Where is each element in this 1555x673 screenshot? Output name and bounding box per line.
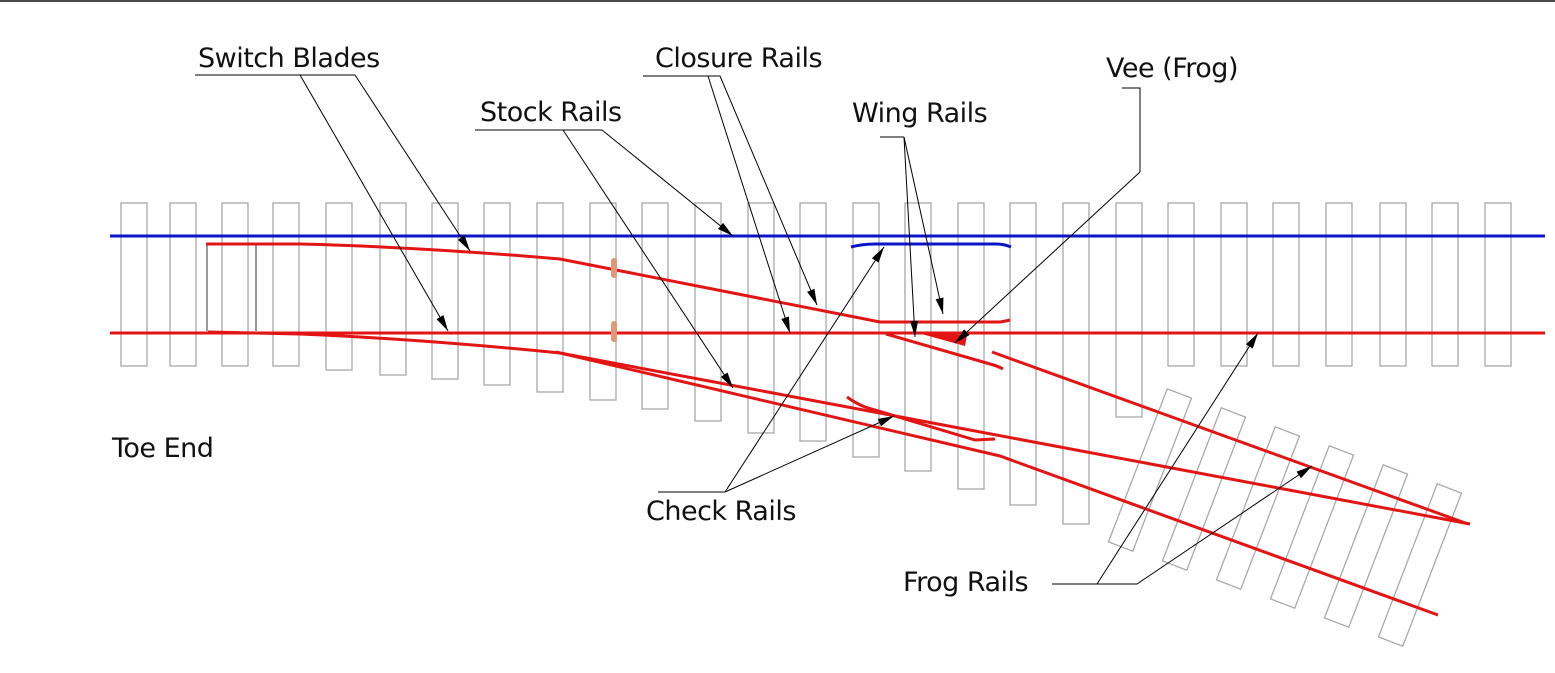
- check-rail-bottom: [846, 395, 996, 442]
- sleeper: [325, 202, 353, 371]
- closure-rails-leader-lower-line: [707, 75, 791, 334]
- wing-rails-leader-left-arrowhead: [910, 320, 919, 337]
- switch-blade-upper: [206, 242, 1011, 324]
- stretcher-bar-lower: [611, 321, 617, 342]
- sleeper: [852, 202, 880, 458]
- label-toe-end: Toe End: [111, 433, 213, 464]
- label-switch-blades: Switch Blades: [198, 43, 380, 74]
- check-rails-leader-upper-line: [724, 246, 885, 493]
- diverging-sleeper: [1161, 406, 1247, 572]
- stretcher-bar-upper: [611, 258, 617, 278]
- sleeper: [379, 202, 407, 376]
- sleeper: [904, 202, 932, 472]
- frog-rails-leader-lower-line: [1097, 465, 1313, 585]
- diverging-sleeper: [1215, 425, 1301, 591]
- sleeper: [536, 202, 564, 393]
- sleeper: [431, 202, 459, 380]
- label-stock-rails: Stock Rails: [480, 97, 622, 128]
- rails-group: [110, 234, 1545, 617]
- sleeper: [1167, 202, 1195, 367]
- sleeper: [1272, 202, 1300, 367]
- sleepers-group: [120, 202, 1512, 525]
- switch-blades-leader-upper-line: [354, 74, 471, 252]
- sleeper: [1062, 202, 1090, 525]
- diverging-sleepers-group: [1107, 387, 1463, 648]
- wing-rails-leader-right-line: [903, 136, 944, 315]
- vee-underline: [1122, 87, 1141, 172]
- stock-rail-diverging: [555, 350, 1439, 617]
- diverging-sleeper: [1377, 482, 1463, 648]
- vee-leader-line: [954, 171, 1141, 344]
- wing-rails-leader-left-line: [903, 136, 916, 338]
- sleeper: [221, 202, 249, 367]
- stock-rails-leader-upper-line: [563, 129, 734, 237]
- sleeper: [272, 202, 300, 367]
- switch-blade-lower: [207, 330, 1471, 526]
- sleeper: [957, 202, 985, 490]
- closure-rails-leader-lower-arrowhead: [781, 316, 790, 333]
- sleeper: [1009, 202, 1037, 506]
- label-check-rails: Check Rails: [646, 496, 796, 527]
- check-rail-top: [850, 242, 1012, 249]
- stock-rails-leader-lower-arrowhead: [720, 372, 733, 388]
- vee-frog-point: [918, 333, 967, 346]
- label-wing-rails: Wing Rails: [852, 98, 987, 129]
- check-rails-leader-upper-arrowhead: [871, 247, 884, 263]
- switch-blades-leader-upper-arrowhead: [457, 235, 470, 251]
- sleeper: [1379, 202, 1407, 367]
- stock-rails-leader-lower-line: [562, 129, 734, 389]
- diverging-sleeper: [1269, 444, 1355, 610]
- switch-blades-leader-lower-line: [195, 74, 449, 332]
- label-closure-rails: Closure Rails: [655, 43, 822, 74]
- frog-rail-upper: [991, 350, 1469, 526]
- sleeper: [799, 202, 827, 442]
- label-frog-rails: Frog Rails: [903, 567, 1028, 598]
- check-rails-leader-lower-line: [724, 415, 895, 493]
- switch-blades-leader-lower-arrowhead: [436, 315, 448, 331]
- sleeper: [1220, 202, 1248, 367]
- stock-rails-leader-upper-arrowhead: [718, 222, 733, 236]
- window-top-border: [0, 0, 1555, 2]
- sleeper: [120, 202, 148, 367]
- sleeper: [169, 202, 197, 367]
- sleeper: [694, 202, 722, 422]
- sleeper: [641, 202, 669, 410]
- sleeper: [483, 202, 511, 386]
- sleeper: [1431, 202, 1459, 367]
- closure-to-frog: [885, 332, 1004, 371]
- frog-rails-leader-upper-arrowhead: [1245, 333, 1258, 349]
- sleeper: [747, 202, 775, 434]
- sleeper: [589, 202, 617, 401]
- sleeper: [1325, 202, 1353, 367]
- frog-rails-leader-lower-arrowhead: [1296, 466, 1312, 479]
- leaders-group: [195, 74, 1313, 585]
- closure-rails-leader-upper-line: [708, 75, 818, 306]
- vee-leader-arrowhead: [955, 329, 970, 343]
- frog-rails-leader-upper-line: [1096, 332, 1259, 585]
- closure-rails-leader-upper-arrowhead: [807, 288, 817, 305]
- sleeper: [1484, 202, 1512, 367]
- label-vee-frog: Vee (Frog): [1106, 53, 1238, 84]
- check-rails-leader-lower-arrowhead: [877, 416, 894, 427]
- sleeper: [1115, 202, 1143, 418]
- wing-rails-leader-right-arrowhead: [935, 297, 944, 314]
- diverging-sleeper: [1323, 463, 1409, 629]
